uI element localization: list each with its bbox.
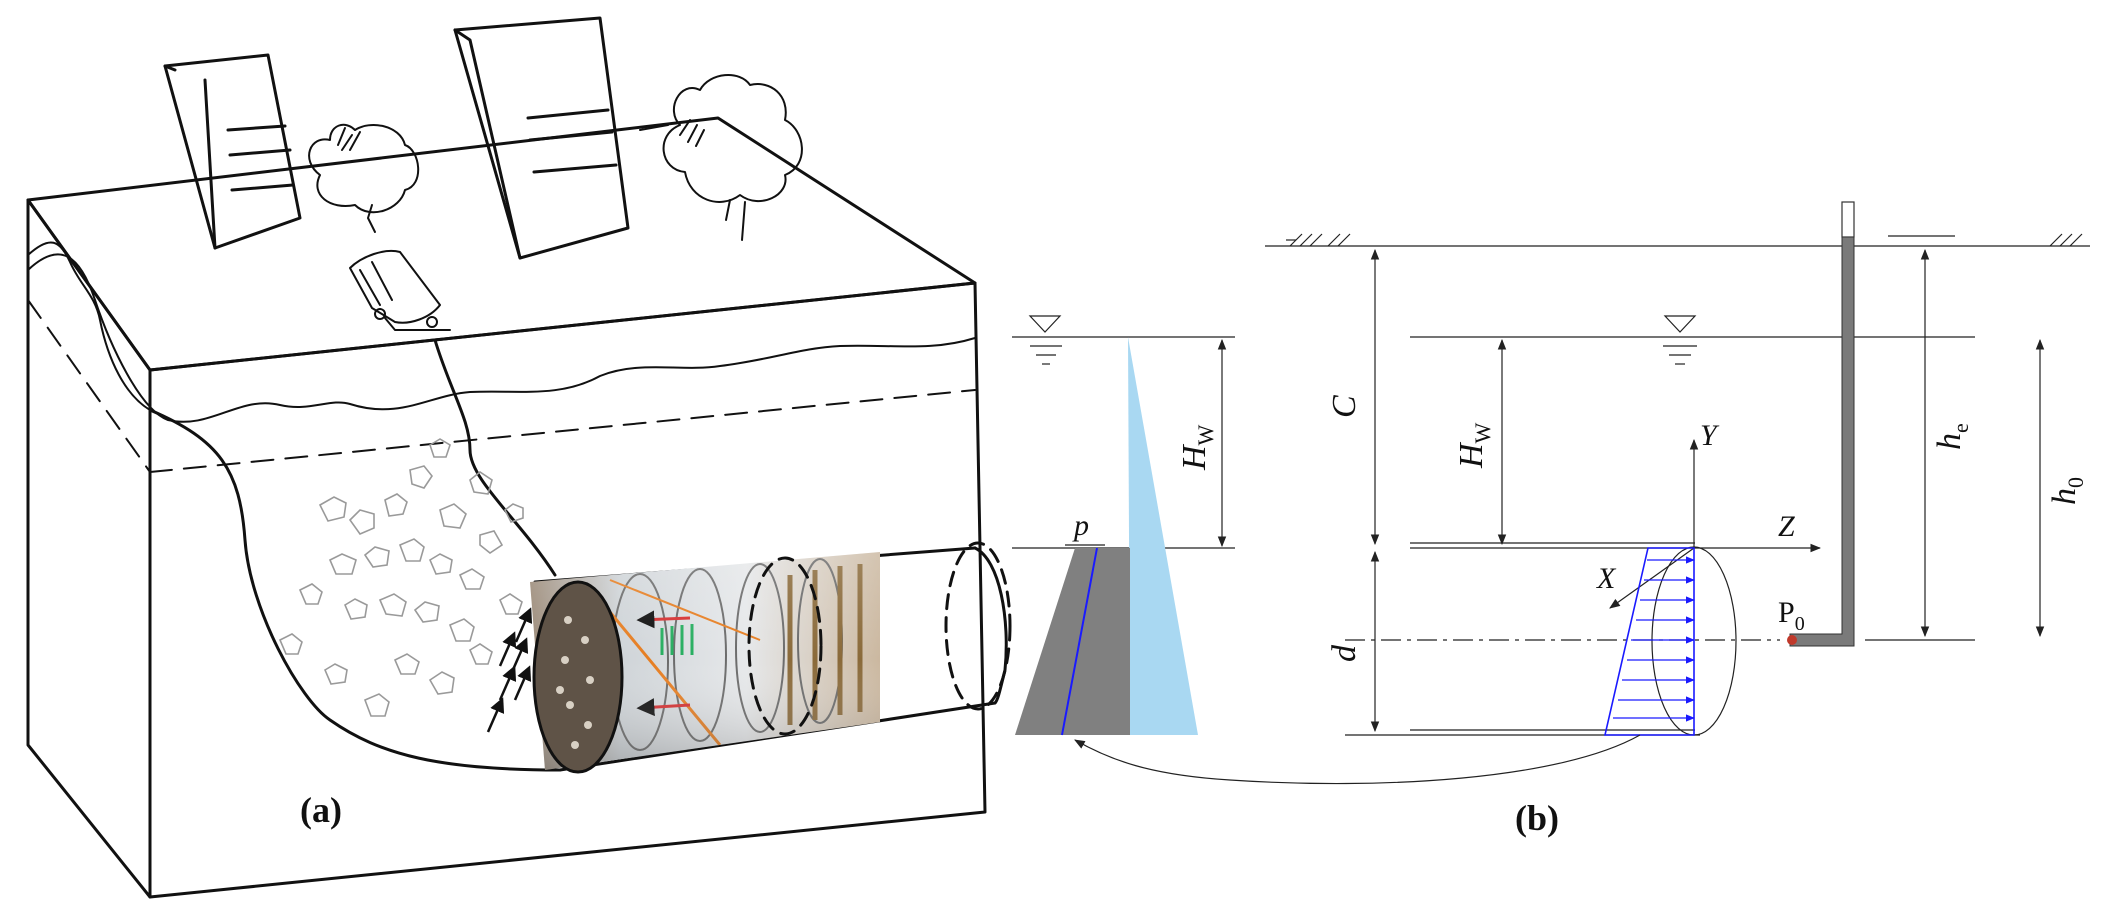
label-x: X [1596, 562, 1617, 595]
label-hw-mid: HW [1453, 422, 1495, 469]
water-level-symbol-left [1028, 315, 1062, 365]
ground-hatch-right [2049, 233, 2083, 247]
pressure-distribution [1603, 547, 1695, 736]
panel-a-sketch: (a) [26, 16, 1012, 899]
pressure-arrows [1613, 556, 1695, 722]
label-c: C [1326, 395, 1363, 418]
axis-x [1609, 547, 1695, 609]
tbm-shield-dashed [747, 556, 823, 736]
rubble-stones [278, 438, 524, 717]
caption-a: (a) [300, 790, 342, 830]
link-arrow [1074, 734, 1641, 785]
tree-right [639, 73, 803, 241]
point-p0 [1787, 635, 1797, 645]
label-hw-left: HW [1176, 424, 1218, 471]
left-face-wave [27, 241, 151, 411]
tree-left [308, 123, 420, 233]
tbm-cutterhead [532, 580, 624, 774]
water-table-dashed [149, 389, 976, 473]
label-p0: P0 [1778, 596, 1805, 635]
cutterhead-tools [556, 616, 594, 749]
building-left [163, 53, 302, 250]
soil-block-left [26, 198, 152, 899]
label-he: he [1931, 423, 1973, 450]
label-p: p [1072, 509, 1089, 542]
face-pressure-line [1061, 547, 1098, 736]
tunnel-end-ellipse [944, 541, 1012, 711]
label-d: d [1326, 644, 1363, 662]
rubble-zone-outline [148, 408, 562, 772]
rubble-zone-right-edge [433, 338, 557, 577]
left-dashed [27, 299, 151, 473]
face-pressure-arrows [486, 607, 533, 733]
water-pressure-triangle [1128, 337, 1198, 735]
soil-face-trapezoid [1015, 548, 1130, 735]
label-y: Y [1700, 419, 1720, 452]
water-level-symbol-right [1663, 315, 1697, 365]
ground-hatch-left [1286, 233, 1351, 247]
standpipe-top [1841, 201, 1855, 238]
label-z: Z [1778, 510, 1795, 543]
panel-b-section: p HW C d HW Y Z X [1012, 201, 2090, 838]
ground-surface-wave [27, 253, 976, 423]
label-h0: h0 [2046, 477, 2088, 505]
caption-b: (b) [1515, 798, 1559, 838]
building-right [453, 16, 630, 260]
standpipe [1789, 236, 1855, 647]
car-icon [349, 250, 451, 331]
